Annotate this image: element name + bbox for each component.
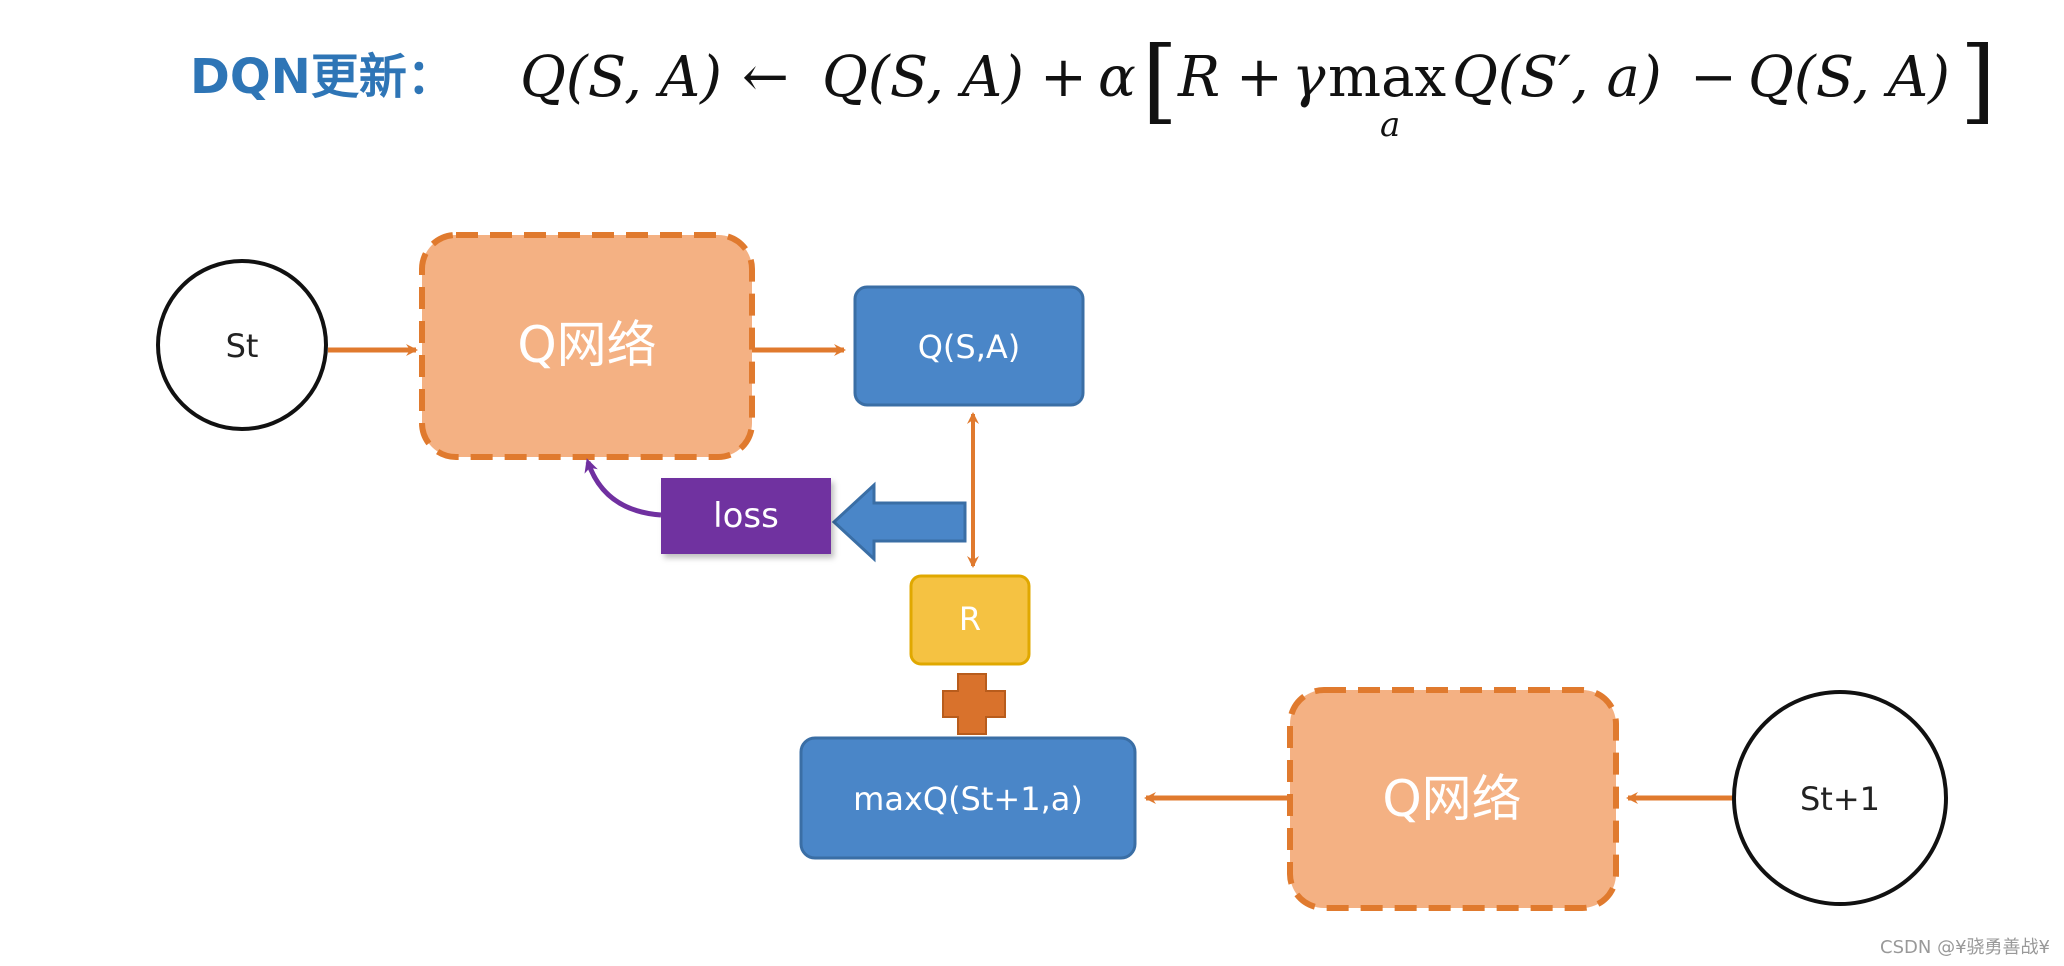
formula-gamma: γ xyxy=(1292,45,1326,110)
state-t1-node: St+1 xyxy=(1732,690,1948,906)
dqn-update-formula: Q(S, A) ← Q(S, A) + α [ R + γ max a Q(S′… xyxy=(520,27,1996,145)
formula-max-sub: a xyxy=(1380,105,1400,145)
state-t-label: St xyxy=(226,327,259,365)
formula-alpha: α xyxy=(1098,45,1136,110)
formula-q-current: Q(S, A) xyxy=(1748,45,1950,110)
formula-R: R xyxy=(1177,45,1220,110)
formula-bracket-open: [ xyxy=(1142,27,1178,134)
q-network-top-label: Q网络 xyxy=(517,316,656,374)
q-sa-label: Q(S,A) xyxy=(918,328,1021,366)
formula-minus: − xyxy=(1690,45,1737,110)
formula-plus2: + xyxy=(1236,45,1283,110)
loss-direction-arrow xyxy=(831,481,967,563)
plus-icon xyxy=(942,673,1006,735)
q-network-bottom-node: Q网络 xyxy=(1287,687,1619,911)
formula-bracket-close: ] xyxy=(1960,27,1996,134)
formula-arrow: ← xyxy=(742,45,789,110)
formula-max: max xyxy=(1328,45,1446,110)
reward-label: R xyxy=(959,600,981,638)
loss-update-curve xyxy=(584,458,662,518)
title-prefix: DQN更新： xyxy=(190,49,455,105)
max-q-next-node: maxQ(St+1,a) xyxy=(799,736,1137,860)
state-t-node: St xyxy=(156,259,328,431)
reward-node: R xyxy=(909,574,1031,666)
formula-plus: + xyxy=(1040,45,1087,110)
q-sa-node: Q(S,A) xyxy=(853,285,1085,407)
loss-label: loss xyxy=(713,496,779,536)
q-network-top-node: Q网络 xyxy=(419,232,755,460)
state-t1-label: St+1 xyxy=(1800,780,1880,818)
max-q-next-label: maxQ(St+1,a) xyxy=(853,780,1083,818)
formula-term1: Q(S, A) xyxy=(822,45,1024,110)
q-network-bottom-label: Q网络 xyxy=(1382,770,1521,828)
watermark: CSDN @¥骁勇善战¥ xyxy=(1880,937,2050,958)
formula-q-next: Q(S′, a) xyxy=(1452,45,1662,110)
loss-node: loss xyxy=(661,478,831,554)
formula-lhs: Q(S, A) xyxy=(520,45,722,110)
